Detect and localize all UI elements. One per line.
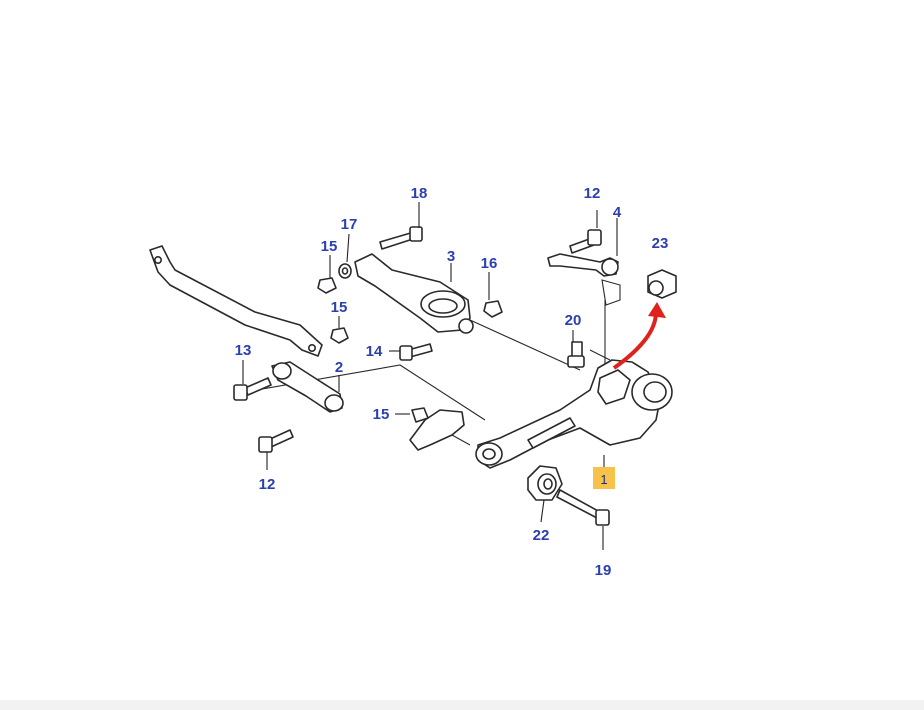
callout-1: 1 <box>600 472 607 487</box>
callout-23: 23 <box>652 235 669 252</box>
callout-15-mid: 15 <box>331 299 348 316</box>
bolt-13 <box>233 377 272 401</box>
callout-12-bottom: 12 <box>259 476 276 493</box>
callout-14: 14 <box>366 343 383 360</box>
nut-16 <box>483 300 503 318</box>
callout-18: 18 <box>411 185 428 202</box>
callout-17: 17 <box>341 216 358 233</box>
upper-control-arm <box>354 253 474 334</box>
nut-15-top <box>317 277 337 294</box>
leader-lines <box>242 202 618 550</box>
callout-4: 4 <box>613 204 622 221</box>
callout-22: 22 <box>533 527 550 544</box>
callout-20: 20 <box>565 312 582 329</box>
part-1-highlight-box <box>593 467 615 489</box>
bushing-22 <box>527 465 563 501</box>
callout-2: 2 <box>335 359 343 376</box>
bolt-12-right <box>569 229 602 254</box>
bolt-19 <box>556 489 610 526</box>
lower-link-2 <box>271 361 344 413</box>
bushing-23 <box>647 269 677 299</box>
callout-3: 3 <box>447 248 455 265</box>
trailing-arm-knuckle <box>475 359 673 469</box>
callout-15-top: 15 <box>321 238 338 255</box>
stabilizer-bar <box>149 245 323 357</box>
callout-12-top: 12 <box>584 185 601 202</box>
replacement-arrow-head <box>648 302 666 318</box>
upper-link-4 <box>547 253 621 306</box>
bolt-18 <box>379 226 423 250</box>
bolt-14 <box>399 343 433 361</box>
callout-13: 13 <box>235 342 252 359</box>
bolt-12-left <box>258 429 294 453</box>
nut-15-mid <box>330 327 349 344</box>
bracket-15 <box>409 407 465 451</box>
callout-16: 16 <box>481 255 498 272</box>
callout-15-bottom: 15 <box>373 406 390 423</box>
callouts: 1 2 3 4 12 12 13 14 15 15 15 16 17 18 19… <box>235 185 669 579</box>
callout-19: 19 <box>595 562 612 579</box>
page-edge-shadow <box>0 700 924 710</box>
bolt-20 <box>567 341 585 368</box>
washer-17 <box>338 263 352 279</box>
replacement-arrow <box>612 311 658 370</box>
